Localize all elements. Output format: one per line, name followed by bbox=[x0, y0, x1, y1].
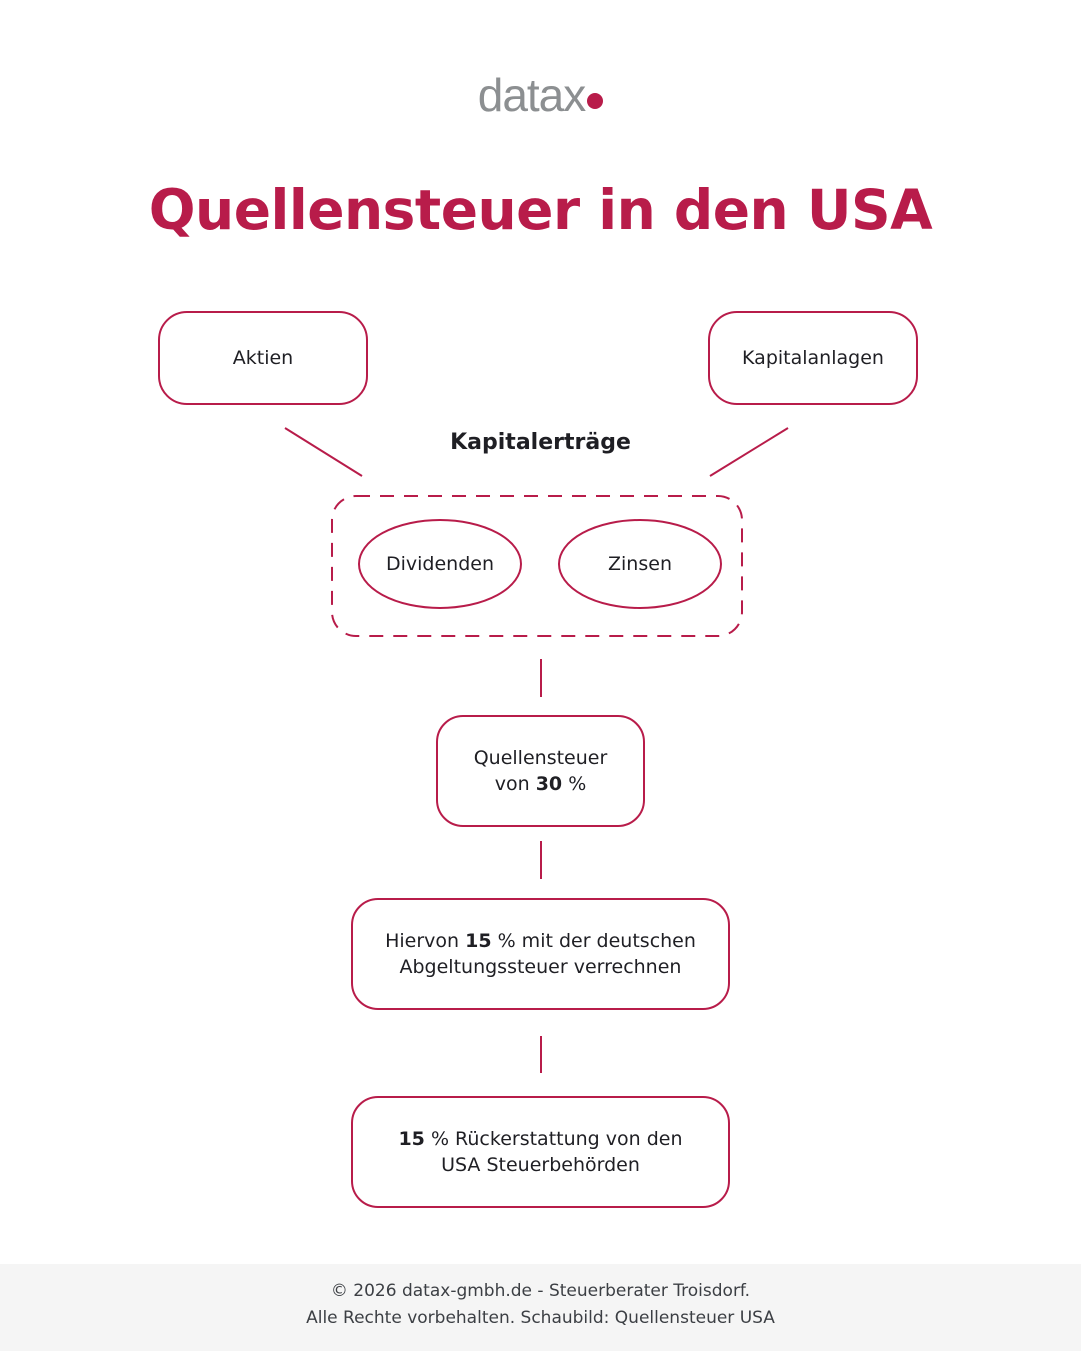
footer: © 2026 datax-gmbh.de - Steuerberater Tro… bbox=[0, 1264, 1081, 1351]
page-title: Quellensteuer in den USA bbox=[148, 178, 933, 242]
quellensteuer-label: Quellensteuer von 30 % bbox=[437, 716, 644, 826]
connector-aktien bbox=[284, 427, 363, 477]
aktien-box bbox=[158, 311, 368, 405]
kapitalanlagen-box bbox=[708, 311, 918, 405]
footer-rights: Alle Rechte vorbehalten. Schaubild: Quel… bbox=[306, 1308, 775, 1328]
verrechnen-pre: Hiervon bbox=[385, 930, 466, 952]
verrechnen-line2: Abgeltungssteuer verrechnen bbox=[399, 956, 682, 978]
kapitalanlagen-label: Kapitalanlagen bbox=[742, 347, 884, 369]
quellensteuer-post: % bbox=[562, 773, 587, 795]
rueckerstattung-rate: 15 bbox=[398, 1128, 425, 1150]
zinsen-ellipse bbox=[558, 519, 722, 609]
verrechnen-rate: 15 bbox=[465, 930, 492, 952]
verrechnen-box bbox=[351, 898, 730, 1010]
footer-copyright: © 2026 datax-gmbh.de - Steuerberater Tro… bbox=[330, 1281, 751, 1301]
quellensteuer-line1: Quellensteuer bbox=[473, 747, 608, 769]
quellensteuer-box bbox=[436, 715, 645, 827]
aktien-label: Aktien bbox=[232, 347, 294, 369]
datax-logo: datax bbox=[0, 68, 1081, 122]
verrechnen-post: % mit der deutschen bbox=[491, 930, 696, 952]
quellensteuer-pre: von bbox=[494, 773, 536, 795]
zinsen-label: Zinsen bbox=[608, 553, 672, 575]
rueckerstattung-line2: USA Steuerbehörden bbox=[441, 1154, 640, 1176]
logo-dot-icon bbox=[587, 93, 604, 109]
rueckerstattung-box bbox=[351, 1096, 730, 1208]
rueckerstattung-post: % Rückerstattung von den bbox=[424, 1128, 683, 1150]
kapitalertraege-heading: Kapitalerträge bbox=[450, 430, 631, 455]
dividenden-label: Dividenden bbox=[385, 553, 495, 575]
logo-text: datax bbox=[477, 69, 587, 121]
dividenden-ellipse bbox=[358, 519, 522, 609]
quellensteuer-rate: 30 bbox=[535, 773, 563, 795]
kapitalertraege-group bbox=[331, 495, 743, 637]
connector-kapitalanlagen bbox=[709, 427, 789, 477]
